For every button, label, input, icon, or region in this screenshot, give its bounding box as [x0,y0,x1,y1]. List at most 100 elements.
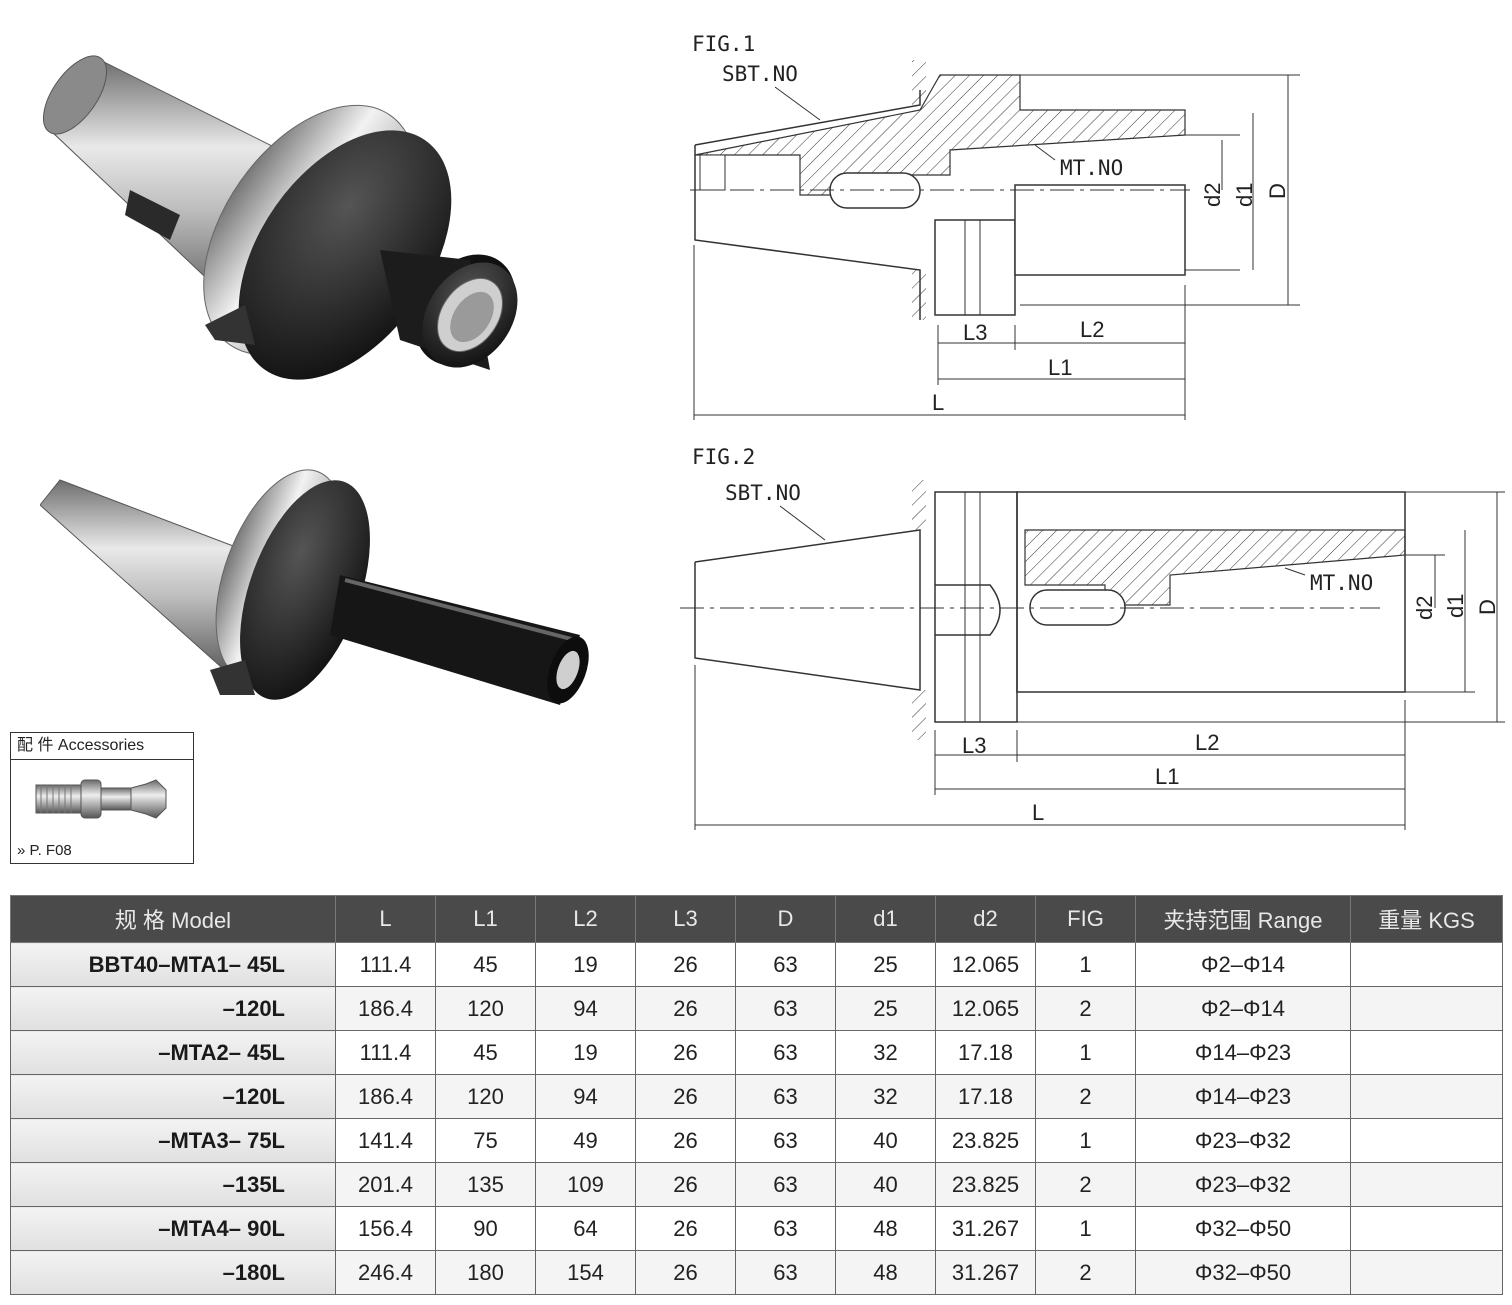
fig1-dim-D: D [1265,183,1290,199]
table-cell: 1 [1035,1206,1136,1251]
table-cell: Φ23–Φ32 [1135,1118,1351,1163]
model-cell: –MTA2– 45L [10,1030,336,1075]
table-cell [1350,1162,1503,1207]
fig1-dim-L3: L3 [963,320,987,345]
table-cell: 2 [1035,986,1136,1031]
col-L3: L3 [635,895,736,943]
table-cell: 1 [1035,1118,1136,1163]
fig1-mt-callout: MT.NO [1060,156,1123,180]
fig1-dim-d2: d2 [1200,183,1225,207]
table-cell: Φ23–Φ32 [1135,1162,1351,1207]
table-cell: 2 [1035,1162,1136,1207]
table-cell: 26 [635,942,736,987]
table-cell: 111.4 [335,942,436,987]
table-cell: Φ32–Φ50 [1135,1250,1351,1295]
table-cell: 64 [535,1206,636,1251]
table-cell: Φ2–Φ14 [1135,986,1351,1031]
fig1-dim-L1: L1 [1048,355,1072,380]
table-cell: 135 [435,1162,536,1207]
table-cell: 63 [735,1162,836,1207]
table-cell [1350,1030,1503,1075]
table-cell: 32 [835,1074,936,1119]
product-photo-long [40,469,589,705]
table-cell: 75 [435,1118,536,1163]
model-cell: –180L [10,1250,336,1295]
table-cell: 19 [535,1030,636,1075]
table-cell: 23.825 [935,1118,1036,1163]
table-cell: 201.4 [335,1162,436,1207]
table-cell: 90 [435,1206,536,1251]
col-d2: d2 [935,895,1036,943]
table-cell: 19 [535,942,636,987]
table-cell: 45 [435,1030,536,1075]
accessories-box: 配 件 Accessories » P. F08 [10,732,194,864]
fig2-sbt-callout: SBT.NO [725,481,801,505]
table-cell: 26 [635,1030,736,1075]
table-cell [1350,1250,1503,1295]
fig2-label: FIG.2 [692,445,755,469]
fig1-dim-d1: d1 [1232,183,1257,207]
col-L1: L1 [435,895,536,943]
table-cell: 186.4 [335,1074,436,1119]
col-fig: FIG [1035,895,1136,943]
table-cell: 12.065 [935,942,1036,987]
fig2-dim-D: D [1475,599,1500,615]
table-cell: 31.267 [935,1250,1036,1295]
table-cell: 45 [435,942,536,987]
table-cell: 49 [535,1118,636,1163]
table-cell: 120 [435,986,536,1031]
table-cell: 63 [735,1074,836,1119]
table-cell: 63 [735,1206,836,1251]
fig2-dim-L: L [1032,800,1044,825]
col-d1: d1 [835,895,936,943]
fig2-mt-callout: MT.NO [1310,571,1373,595]
table-cell: 31.267 [935,1206,1036,1251]
col-L: L [335,895,436,943]
model-cell: –120L [10,1074,336,1119]
model-cell: –MTA3– 75L [10,1118,336,1163]
table-cell: 1 [1035,942,1136,987]
pull-stud-image [35,779,167,819]
table-cell [1350,1206,1503,1251]
fig2-dim-d1: d1 [1443,594,1468,618]
table-cell: 26 [635,1118,736,1163]
table-cell: 26 [635,986,736,1031]
table-cell: 23.825 [935,1162,1036,1207]
table-cell: 156.4 [335,1206,436,1251]
table-cell: 180 [435,1250,536,1295]
table-cell: 111.4 [335,1030,436,1075]
table-cell [1350,986,1503,1031]
fig1-dim-L: L [932,390,944,415]
table-cell: 120 [435,1074,536,1119]
table-cell: 63 [735,1250,836,1295]
table-cell [1350,942,1503,987]
table-cell: 26 [635,1162,736,1207]
table-cell: 63 [735,986,836,1031]
table-cell: 141.4 [335,1118,436,1163]
fig2-dim-L3: L3 [962,733,986,758]
fig1-drawing: FIG.1 SBT.NO MT.NO d2 d1 D L3 L2 L1 L [690,32,1300,420]
col-L2: L2 [535,895,636,943]
table-cell: 154 [535,1250,636,1295]
table-cell: Φ14–Φ23 [1135,1030,1351,1075]
table-cell: 40 [835,1162,936,1207]
table-cell: 2 [1035,1250,1136,1295]
spec-table: 规 格 Model L L1 L2 L3 D d1 d2 FIG 夹持范围 Ra… [10,895,1503,1295]
accessories-page-ref: » P. F08 [17,842,72,859]
table-cell: 63 [735,1030,836,1075]
accessories-header: 配 件 Accessories [11,733,193,760]
table-cell: 94 [535,986,636,1031]
table-cell: Φ2–Φ14 [1135,942,1351,987]
table-cell [1350,1118,1503,1163]
col-D: D [735,895,836,943]
fig2-dim-L1: L1 [1155,764,1179,789]
fig1-label: FIG.1 [692,32,755,56]
table-cell: 94 [535,1074,636,1119]
